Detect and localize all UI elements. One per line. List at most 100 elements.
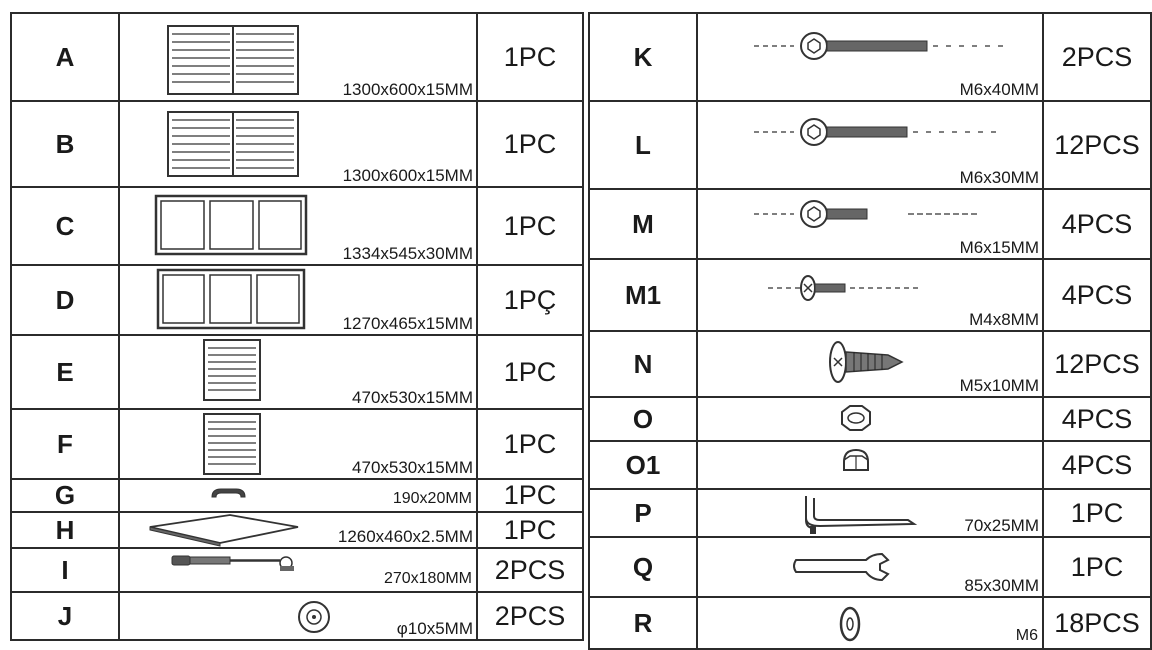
part-dimension: 1300x600x15MM bbox=[342, 80, 473, 99]
wrench-drawing bbox=[793, 552, 890, 582]
table-row: P 70x25MM 1PC bbox=[588, 488, 1152, 538]
table-row: O 4PCS bbox=[588, 396, 1152, 442]
part-drawing-cell: φ10x5MM bbox=[118, 591, 478, 641]
hex-nut-drawing bbox=[841, 405, 871, 431]
part-dimension: M5x10MM bbox=[959, 376, 1039, 395]
part-letter: G bbox=[10, 478, 120, 513]
table-row: C 1334x545x30MM 1PC bbox=[10, 186, 584, 266]
part-dimension: M6 bbox=[1015, 627, 1038, 644]
part-letter: R bbox=[588, 596, 698, 650]
table-row: F 470x530x15MM 1PC bbox=[10, 408, 584, 480]
part-quantity: 1PÇ bbox=[476, 264, 584, 336]
part-quantity: 4PCS bbox=[1042, 396, 1152, 442]
part-letter: H bbox=[10, 511, 120, 549]
part-drawing-cell: M5x10MM bbox=[696, 330, 1044, 398]
part-letter: O1 bbox=[588, 440, 698, 490]
part-drawing-cell: M6x30MM bbox=[696, 100, 1044, 190]
flat-sheet-drawing bbox=[149, 514, 299, 546]
part-quantity: 2PCS bbox=[476, 591, 584, 641]
part-dimension: 70x25MM bbox=[964, 516, 1039, 535]
part-dimension: 470x530x15MM bbox=[352, 388, 473, 407]
three-pane-frame-drawing bbox=[154, 194, 308, 256]
table-row: R M6 18PCS bbox=[588, 596, 1152, 650]
small-screw-drawing bbox=[768, 275, 918, 301]
table-row: D 1270x465x15MM 1PÇ bbox=[10, 264, 584, 336]
part-dimension: 1260x460x2.5MM bbox=[337, 527, 473, 546]
table-row: K M6x40MM 2PCS bbox=[588, 12, 1152, 102]
part-drawing-cell: M4x8MM bbox=[696, 258, 1044, 332]
part-letter: C bbox=[10, 186, 120, 266]
table-row: N M5x10MM 12PCS bbox=[588, 330, 1152, 398]
part-letter: D bbox=[10, 264, 120, 336]
part-dimension: M4x8MM bbox=[969, 310, 1039, 329]
part-dimension: 1300x600x15MM bbox=[342, 166, 473, 185]
handle-drawing bbox=[211, 488, 246, 498]
part-letter: L bbox=[588, 100, 698, 190]
part-dimension: φ10x5MM bbox=[396, 619, 473, 638]
part-drawing-cell: 70x25MM bbox=[696, 488, 1044, 538]
table-row: E 470x530x15MM 1PC bbox=[10, 334, 584, 410]
part-drawing-cell bbox=[696, 440, 1044, 490]
part-letter: B bbox=[10, 100, 120, 188]
slatted-panel-drawing bbox=[167, 111, 299, 177]
medium-bolt-drawing bbox=[754, 118, 998, 146]
part-quantity: 1PC bbox=[1042, 536, 1152, 598]
table-row: A 1300x600x15MM 1PC bbox=[10, 12, 584, 102]
part-letter: K bbox=[588, 12, 698, 102]
tapping-screw-drawing bbox=[829, 341, 904, 383]
part-drawing-cell: M6 bbox=[696, 596, 1044, 650]
table-row: J φ10x5MM 2PCS bbox=[10, 591, 584, 641]
parts-table-left: A 1300x600x15MM 1PC B bbox=[10, 12, 584, 641]
table-row: B 1300x600x15MM 1PC bbox=[10, 100, 584, 188]
part-dimension: M6x30MM bbox=[959, 168, 1039, 187]
part-quantity: 1PC bbox=[1042, 488, 1152, 538]
part-quantity: 12PCS bbox=[1042, 330, 1152, 398]
part-quantity: 1PC bbox=[476, 100, 584, 188]
part-drawing-cell: 470x530x15MM bbox=[118, 408, 478, 480]
part-quantity: 4PCS bbox=[1042, 258, 1152, 332]
part-drawing-cell: M6x40MM bbox=[696, 12, 1044, 102]
part-dimension: 1270x465x15MM bbox=[342, 314, 473, 333]
table-row: L M6x30MM 12PCS bbox=[588, 100, 1152, 190]
parts-table-right: K M6x40MM 2PCS L M6x30MM 12PCS bbox=[588, 12, 1152, 650]
part-letter: O bbox=[588, 396, 698, 442]
part-dimension: M6x15MM bbox=[959, 238, 1039, 257]
part-quantity: 1PC bbox=[476, 478, 584, 513]
part-dimension: 270x180MM bbox=[383, 570, 472, 587]
part-drawing-cell: 270x180MM bbox=[118, 547, 478, 593]
part-drawing-cell: 1270x465x15MM bbox=[118, 264, 478, 336]
part-letter: J bbox=[10, 591, 120, 641]
part-quantity: 2PCS bbox=[476, 547, 584, 593]
part-quantity: 2PCS bbox=[1042, 12, 1152, 102]
table-row: Q 85x30MM 1PC bbox=[588, 536, 1152, 598]
part-letter: M bbox=[588, 188, 698, 260]
part-dimension: 190x20MM bbox=[392, 490, 472, 507]
small-slatted-panel-drawing bbox=[203, 413, 261, 475]
part-letter: A bbox=[10, 12, 120, 102]
part-drawing-cell: 85x30MM bbox=[696, 536, 1044, 598]
part-quantity: 1PC bbox=[476, 186, 584, 266]
part-letter: P bbox=[588, 488, 698, 538]
part-drawing-cell: 190x20MM bbox=[118, 478, 478, 513]
table-row: O1 4PCS bbox=[588, 440, 1152, 490]
washer-drawing bbox=[839, 606, 861, 642]
short-bolt-drawing bbox=[754, 200, 978, 228]
part-dimension: M6x40MM bbox=[959, 80, 1039, 99]
part-letter: M1 bbox=[588, 258, 698, 332]
table-row: M1 M4x8MM 4PCS bbox=[588, 258, 1152, 332]
three-pane-frame-drawing bbox=[156, 268, 306, 330]
part-drawing-cell: 1334x545x30MM bbox=[118, 186, 478, 266]
gas-strut-drawing bbox=[171, 555, 294, 571]
part-letter: F bbox=[10, 408, 120, 480]
allen-key-drawing bbox=[805, 496, 918, 534]
part-dimension: 1334x545x30MM bbox=[342, 244, 473, 263]
part-drawing-cell bbox=[696, 396, 1044, 442]
part-quantity: 12PCS bbox=[1042, 100, 1152, 190]
part-drawing-cell: 1260x460x2.5MM bbox=[118, 511, 478, 549]
part-letter: Q bbox=[588, 536, 698, 598]
part-dimension: 470x530x15MM bbox=[352, 458, 473, 477]
part-letter: N bbox=[588, 330, 698, 398]
table-row: M M6x15MM 4PCS bbox=[588, 188, 1152, 260]
part-drawing-cell: 1300x600x15MM bbox=[118, 100, 478, 188]
part-quantity: 4PCS bbox=[1042, 188, 1152, 260]
